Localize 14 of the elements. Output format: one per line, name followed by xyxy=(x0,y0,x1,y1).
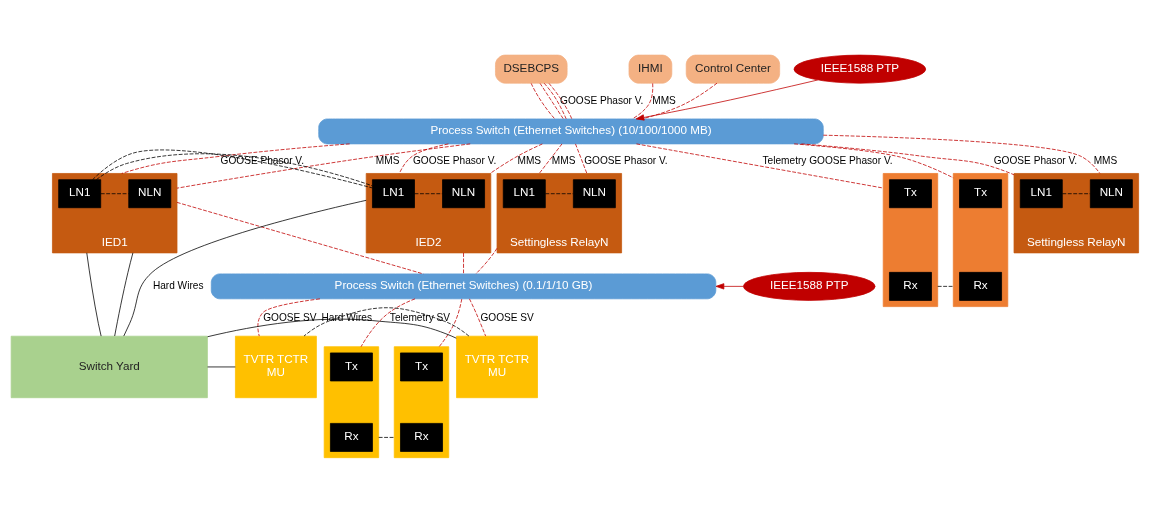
edge-label: Telemetry GOOSE Phasor V. xyxy=(762,154,893,166)
edge-label: MMS xyxy=(375,154,400,166)
edge-label: GOOSE Phasor V. xyxy=(993,154,1078,166)
edge-label: GOOSE Phasor V. xyxy=(412,154,497,166)
edge-label: GOOSE Phasor V. xyxy=(560,94,644,106)
edge-label: GOOSE SV xyxy=(480,311,534,323)
edge-label: MMS xyxy=(652,94,676,106)
edge-label: MMS xyxy=(517,154,542,166)
edge-label: GOOSE Phasor V. xyxy=(584,154,668,166)
edge-label: MMS xyxy=(551,154,576,166)
edge-label: MMS xyxy=(1093,154,1118,166)
edge-label: Hard Wires xyxy=(152,279,204,291)
edge-label: Telemetry SV xyxy=(389,311,450,323)
edge-label: GOOSE SV xyxy=(263,311,317,323)
